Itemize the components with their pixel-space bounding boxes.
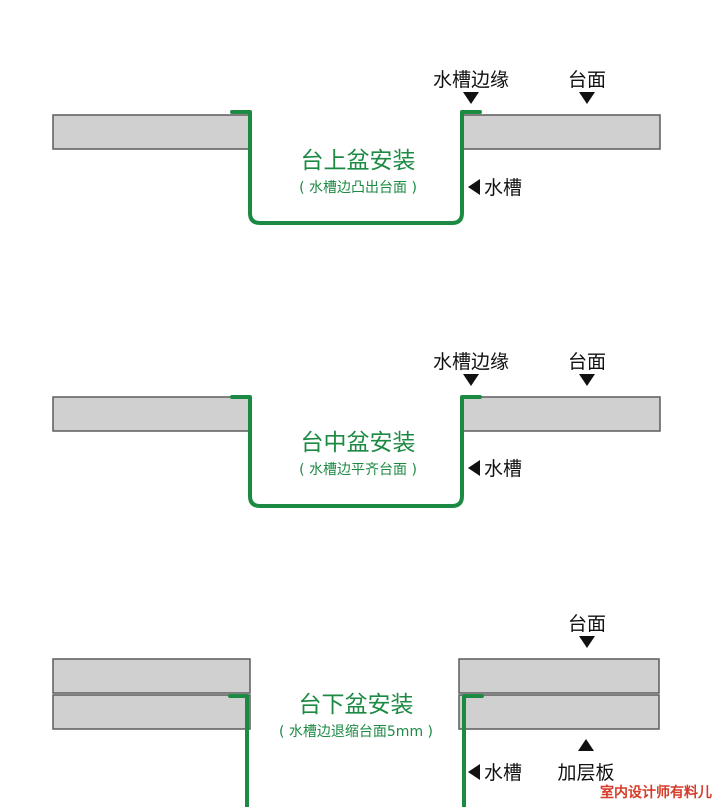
countertop-right [458, 658, 660, 694]
panel-above-counter: 台上盆安装 ( 水槽边凸出台面 ) 水槽边缘 台面 水槽 [52, 69, 661, 225]
arrow-down-icon [579, 374, 595, 386]
label-sink: 水槽 [484, 762, 522, 784]
label-countertop: 台面 [568, 69, 606, 91]
panel-title: 台下盆安装 [299, 692, 414, 718]
panel-flush-mount: 台中盆安装 ( 水槽边平齐台面 ) 水槽边缘 台面 水槽 [52, 351, 661, 508]
watermark: 室内设计师有料儿 [600, 784, 712, 801]
label-sink-edge: 水槽边缘 [433, 69, 509, 91]
support-board-left [52, 694, 251, 730]
panel-title: 台上盆安装 [301, 148, 416, 174]
sink-outline [230, 110, 482, 225]
label-sink: 水槽 [484, 458, 522, 480]
label-countertop: 台面 [568, 351, 606, 373]
label-support-board: 加层板 [557, 762, 614, 784]
countertop-left [52, 396, 251, 432]
arrow-left-icon [468, 179, 480, 195]
panel-subtitle: ( 水槽边平齐台面 ) [299, 462, 417, 478]
countertop-left [52, 114, 251, 150]
countertop-right [461, 396, 661, 432]
panel-subtitle: ( 水槽边退缩台面5mm ) [279, 724, 433, 740]
arrow-down-icon [579, 636, 595, 648]
countertop-right [461, 114, 661, 150]
support-board-right [458, 694, 660, 730]
arrow-down-icon [463, 92, 479, 104]
label-sink-edge: 水槽边缘 [433, 351, 509, 373]
arrow-left-icon [468, 460, 480, 476]
arrow-down-icon [463, 374, 479, 386]
panel-under-counter: 台下盆安装 ( 水槽边退缩台面5mm ) 台面 水槽 加层板 [52, 613, 660, 807]
label-sink: 水槽 [484, 177, 522, 199]
sink-outline [228, 694, 484, 807]
arrow-left-icon [468, 764, 480, 780]
arrow-up-icon [578, 739, 594, 751]
countertop-left [52, 658, 251, 694]
label-countertop: 台面 [568, 613, 606, 635]
panel-subtitle: ( 水槽边凸出台面 ) [299, 180, 417, 196]
panel-title: 台中盆安装 [301, 430, 416, 456]
sink-outline [230, 395, 482, 508]
arrow-down-icon [579, 92, 595, 104]
